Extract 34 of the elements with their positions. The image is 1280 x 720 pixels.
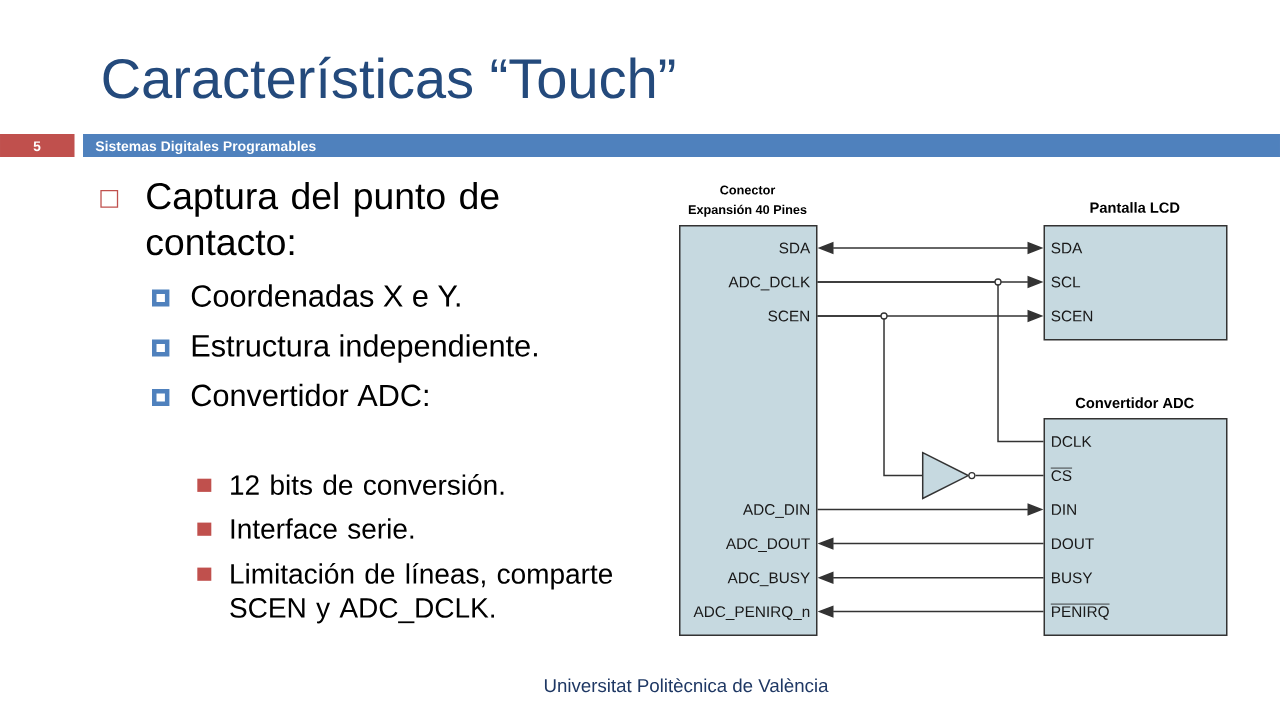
pin-label: ADC_BUSY [727,572,810,587]
component-title: Pantalla LCD [1090,202,1180,213]
wire [816,281,1045,443]
pin-label: SDA [779,242,811,254]
pin-label: ADC_PENIRQ_n [693,606,810,620]
bullet-text: Captura del punto de contacto: [146,181,499,256]
component-title: Convertidor ADC [1075,397,1194,409]
slide-title: Características “Touch” [103,56,675,99]
inverter-symbol [921,451,976,500]
wire [974,474,1045,477]
pin-label: PENIRQ [1050,603,1110,620]
pin-label: SCEN [1051,310,1093,322]
pin-label: SDA [1051,242,1083,254]
pin-label: CS [1050,467,1073,482]
pin-label: BUSY [1052,572,1093,584]
pin-label: ADC_DOUT [725,538,810,552]
pin-label: ADC_DCLK [728,276,811,291]
pin-label: ADC_DIN [742,504,809,518]
bullet-text: 12 bits de conversión. [231,474,504,495]
bullet-text: Coordenadas X e Y. [191,284,460,307]
bullet-text: Estructura independiente. [192,334,537,363]
bullet-text: Limitación de líneas, comparte SCEN y ADC_DCLK. [230,562,613,624]
pin-label: DOUT [1052,538,1094,550]
pin-label: DIN [1052,504,1076,515]
pin-label: SCL [1051,276,1081,288]
footer-text: Universitat Politècnica de València [544,678,829,693]
bullet-text: Interface serie. [231,518,414,539]
pin-label: DCLK [1052,436,1092,447]
component-title: Conector Expansión 40 Pines [688,185,807,217]
wire [816,315,924,477]
page-number: 5 [0,134,75,157]
header-bar: Sistemas Digitales Programables [83,134,1280,157]
pin-label: SCEN [768,310,809,322]
bullet-text: Convertidor ADC: [191,383,428,407]
